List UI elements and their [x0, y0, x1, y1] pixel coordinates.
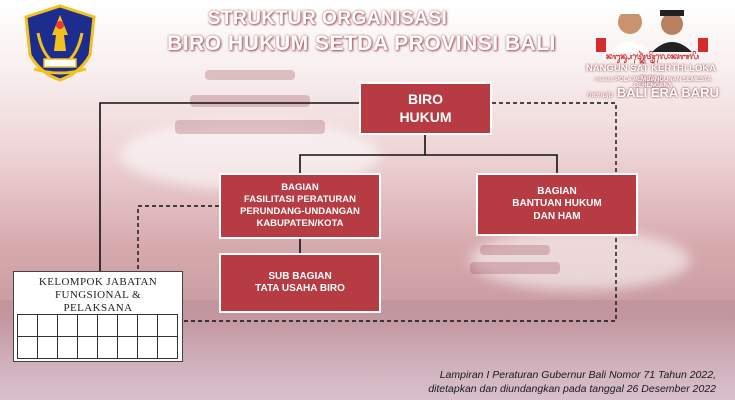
dashed-coordination-left	[137, 205, 219, 271]
lampiran-reference: Lampiran I Peraturan Gubernur Bali Nomor…	[420, 368, 716, 396]
slogan-script: ᬦᬗᬸᬦ᭄ᬲᬢ᭄ᬓᬾᬃᬢ᭄ᬣᬶᬮᭀᬓᬩᬮᬶ	[605, 52, 699, 61]
temple-silhouette	[190, 95, 310, 107]
box-label: KABUPATEN/KOTA	[256, 217, 344, 229]
kelompok-grid	[17, 314, 178, 359]
kelompok-title: KELOMPOK JABATAN FUNGSIONAL & PELAKSANA	[38, 276, 158, 315]
box-label: FASILITASI PERATURAN	[243, 194, 357, 206]
box-bagian-bantuan-hukum: BAGIAN BANTUAN HUKUM DAN HAM	[476, 173, 638, 236]
box-label: PERUNDANG-UNDANGAN	[240, 206, 360, 217]
mist-decoration	[470, 230, 690, 290]
slogan-main: NANGUN SAT KERTHI LOKA BALI	[585, 63, 717, 85]
connector-root-bantuan	[425, 154, 558, 173]
temple-silhouette	[470, 262, 560, 274]
leaders-portrait-icon	[596, 8, 708, 52]
box-kelompok-jabatan-fungsional: KELOMPOK JABATAN FUNGSIONAL & PELAKSANA	[13, 271, 183, 362]
box-label: HUKUM	[399, 108, 452, 125]
box-sub-bagian-tata-usaha: SUB BAGIAN TATA USAHA BIRO	[219, 253, 381, 313]
slogan-sub: melalui POLA PEMBANGUNAN SEMESTA BERENCA…	[594, 77, 712, 89]
bali-province-emblem-icon	[24, 4, 96, 82]
temple-silhouette	[480, 245, 550, 255]
box-biro-hukum: BIRO HUKUM	[359, 82, 492, 135]
box-bagian-fasilitasi: BAGIAN FASILITASI PERATURAN PERUNDANG-UN…	[219, 173, 381, 239]
lampiran-line1: Lampiran I Peraturan Gubernur Bali Nomor…	[439, 369, 716, 381]
lampiran-line2: ditetapkan dan diundangkan pada tanggal …	[428, 383, 716, 396]
box-label: SUB BAGIAN	[268, 270, 332, 282]
slogan-era: menuju BALI ERA BARU	[587, 85, 719, 100]
connector-root-fasilitasi	[299, 135, 426, 173]
box-label: BAGIAN	[537, 185, 577, 197]
box-label: BANTUAN HUKUM	[512, 198, 602, 210]
page-title-line1: STRUKTUR ORGANISASI	[207, 8, 448, 29]
box-label: DAN HAM	[533, 210, 581, 222]
temple-silhouette	[175, 120, 325, 134]
box-label: BIRO	[408, 91, 443, 107]
box-label: BAGIAN	[281, 182, 319, 194]
connector-root-kelompok	[99, 102, 359, 271]
temple-silhouette	[205, 70, 295, 80]
box-label: TATA USAHA BIRO	[255, 283, 345, 294]
page-title-line2: BIRO HUKUM SETDA PROVINSI BALI	[167, 32, 556, 55]
